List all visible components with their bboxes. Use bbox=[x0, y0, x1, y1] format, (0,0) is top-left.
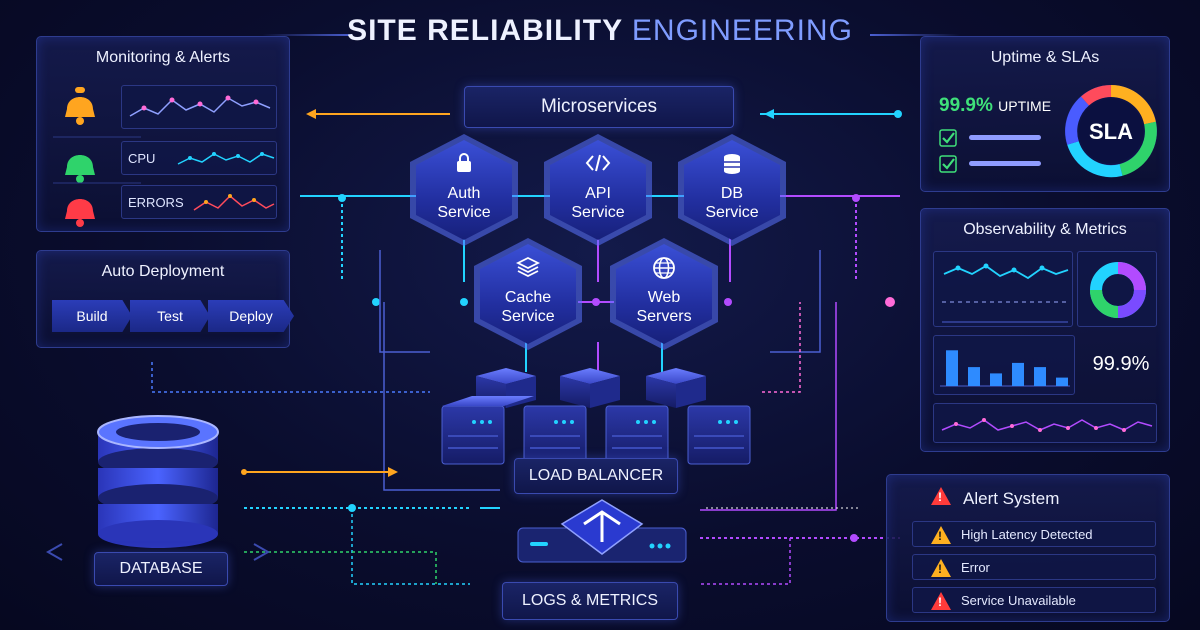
alert-item-error[interactable]: Error bbox=[912, 554, 1156, 580]
observability-sparkline bbox=[933, 403, 1157, 443]
title-part-2: ENGINEERING bbox=[631, 14, 853, 47]
deploy-step-button[interactable]: Deploy bbox=[208, 300, 294, 332]
alert-item-high-latency[interactable]: High Latency Detected bbox=[912, 521, 1156, 547]
monitoring-panel: Monitoring & Alerts CPU ERRORS bbox=[36, 36, 290, 232]
errors-label: ERRORS bbox=[128, 195, 184, 210]
warning-icon bbox=[931, 526, 951, 544]
bar-2 bbox=[990, 373, 1002, 386]
bar-1 bbox=[968, 367, 980, 386]
build-step-button[interactable]: Build bbox=[52, 300, 132, 332]
bar-0 bbox=[946, 350, 958, 386]
database-icon-large bbox=[97, 415, 219, 548]
cpu-metric: CPU bbox=[121, 141, 277, 175]
logs-metrics-label: LOGS & METRICS bbox=[502, 582, 678, 620]
uptime-panel: Uptime & SLAs 99.9% UPTIME SLA bbox=[920, 36, 1170, 192]
cache-line1: Cache bbox=[504, 289, 552, 306]
title-line-right bbox=[870, 34, 960, 36]
cache-line2: Service bbox=[501, 308, 555, 325]
test-step-button[interactable]: Test bbox=[130, 300, 210, 332]
sla-ring-chart bbox=[1065, 85, 1157, 178]
router-device bbox=[517, 499, 687, 563]
auth-line1: Auth bbox=[447, 185, 481, 202]
cpu-label: CPU bbox=[128, 151, 156, 166]
bell-icon-orange bbox=[65, 87, 95, 125]
check-icon-2 bbox=[939, 155, 957, 173]
db-service-node[interactable]: DB Service bbox=[678, 134, 786, 246]
microservices-label: Microservices bbox=[464, 86, 734, 128]
uptime-value: 99.9% UPTIME bbox=[939, 95, 1051, 117]
sla-checklist bbox=[939, 129, 1041, 173]
alert-system-title: Alert System bbox=[963, 489, 1060, 508]
auto-deployment-panel: Auto Deployment bbox=[36, 250, 290, 348]
observability-donut bbox=[1077, 251, 1157, 327]
critical-icon bbox=[931, 592, 951, 610]
bell-icons bbox=[53, 87, 141, 227]
bar-5 bbox=[1056, 377, 1068, 386]
auth-line2: Service bbox=[437, 204, 491, 221]
uptime-suffix: UPTIME bbox=[998, 98, 1052, 114]
uptime-percent: 99.9% bbox=[939, 95, 993, 116]
observability-panel: Observability & Metrics 99.9% bbox=[920, 208, 1170, 452]
uptime-title: Uptime & SLAs bbox=[990, 49, 1100, 66]
observability-title: Observability & Metrics bbox=[963, 221, 1127, 238]
page-title: SITE RELIABILITY ENGINEERING bbox=[0, 14, 1200, 48]
db-line1: DB bbox=[720, 185, 744, 202]
title-part-1: SITE RELIABILITY bbox=[347, 14, 623, 47]
observability-bar-chart bbox=[933, 335, 1075, 395]
errors-metric: ERRORS bbox=[121, 185, 277, 219]
database-icon bbox=[684, 152, 780, 182]
title-line-left bbox=[262, 34, 352, 36]
db-line2: Service bbox=[705, 204, 759, 221]
bar-4 bbox=[1034, 367, 1046, 386]
monitoring-title: Monitoring & Alerts bbox=[95, 49, 231, 66]
code-icon bbox=[550, 152, 646, 180]
observability-line-chart bbox=[933, 251, 1073, 327]
database-label: DATABASE bbox=[94, 552, 228, 586]
sla-ring-label: SLA bbox=[1089, 119, 1133, 144]
alert-item-service-unavailable[interactable]: Service Unavailable bbox=[912, 587, 1156, 613]
api-line1: API bbox=[585, 185, 611, 202]
api-service-node[interactable]: API Service bbox=[544, 134, 652, 246]
api-line2: Service bbox=[571, 204, 625, 221]
alert-item-text: High Latency Detected bbox=[961, 527, 1093, 542]
globe-icon bbox=[616, 256, 712, 286]
alerts-sparkline bbox=[121, 85, 277, 129]
bar-3 bbox=[1012, 362, 1024, 386]
auto-deployment-title: Auto Deployment bbox=[101, 263, 225, 280]
load-balancer-label: LOAD BALANCER bbox=[514, 458, 678, 494]
web-line2: Servers bbox=[636, 308, 692, 325]
observability-stat: 99.9% bbox=[1092, 353, 1150, 375]
alert-warning-icon bbox=[931, 487, 951, 505]
server-icon-row-2 bbox=[441, 396, 751, 465]
warning-icon bbox=[931, 559, 951, 577]
stack-icon bbox=[480, 256, 576, 284]
web-line1: Web bbox=[647, 289, 681, 306]
alert-item-text: Service Unavailable bbox=[961, 593, 1076, 608]
check-icon bbox=[939, 129, 957, 147]
alert-item-text: Error bbox=[961, 560, 990, 575]
bell-icon-green bbox=[65, 155, 95, 183]
lock-icon bbox=[416, 152, 512, 180]
server-rack-cluster bbox=[441, 368, 751, 465]
bell-icon-red bbox=[65, 199, 95, 227]
